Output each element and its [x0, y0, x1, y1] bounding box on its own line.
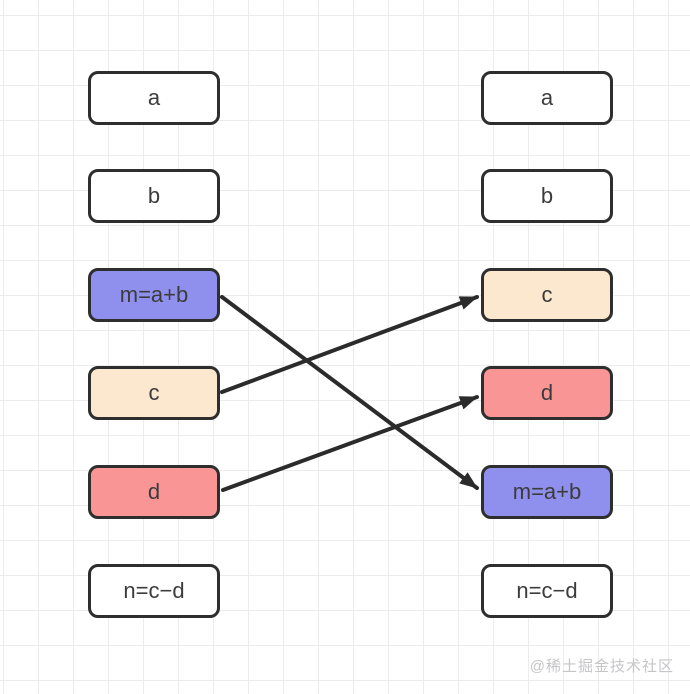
arrow-m-to-m [220, 295, 479, 490]
node-left-c: c [88, 366, 220, 420]
node-label: d [540, 380, 554, 405]
node-left-n: n=c−d [88, 564, 220, 618]
arrow-c-to-c [220, 295, 479, 394]
node-label: n=c−d [516, 578, 578, 603]
node-right-n: n=c−d [481, 564, 613, 618]
watermark: @稀土掘金技术社区 [529, 658, 674, 675]
arrow-d-to-d [221, 395, 479, 492]
node-label: a [540, 85, 554, 110]
node-label: b [540, 183, 554, 208]
node-label: a [147, 85, 161, 110]
node-left-a: a [88, 71, 220, 125]
node-label: m=a+b [119, 282, 189, 307]
node-label: d [147, 479, 161, 504]
node-right-c: c [481, 268, 613, 322]
node-left-m: m=a+b [88, 268, 220, 322]
node-label: m=a+b [512, 479, 582, 504]
node-label: c [148, 380, 160, 405]
node-label: n=c−d [123, 578, 185, 603]
node-right-m: m=a+b [481, 465, 613, 519]
node-right-a: a [481, 71, 613, 125]
node-left-d: d [88, 465, 220, 519]
node-right-b: b [481, 169, 613, 223]
node-label: b [147, 183, 161, 208]
node-label: c [541, 282, 553, 307]
node-left-b: b [88, 169, 220, 223]
node-right-d: d [481, 366, 613, 420]
